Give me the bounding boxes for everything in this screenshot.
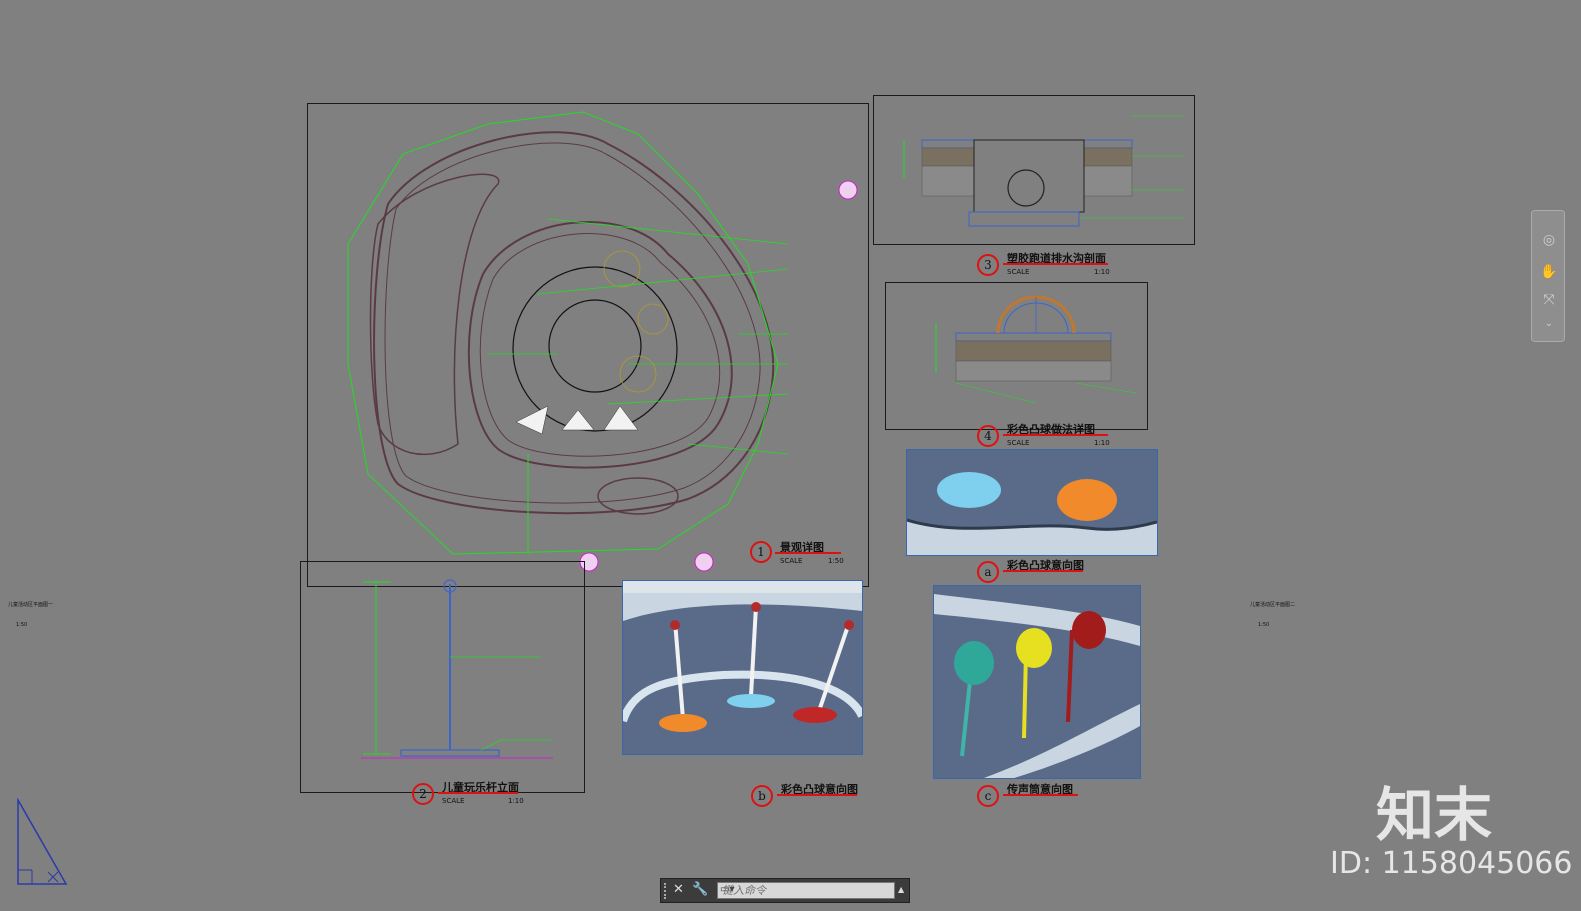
right-side-note-scale: 1:50	[1258, 622, 1270, 628]
panel-4-underline	[1003, 434, 1108, 436]
render-b-title: 彩色凸球意向图	[781, 783, 858, 796]
panel-1-number: 1	[750, 541, 772, 563]
ucs-icon	[17, 798, 68, 885]
panel-1-scale-label: SCALE	[780, 557, 803, 565]
panel-3-scale-label: SCALE	[1007, 268, 1030, 276]
play-pole-elevation-drawing	[361, 579, 553, 759]
render-b-number: b	[751, 785, 773, 807]
panel-2-frame	[300, 561, 585, 793]
panel-1-frame	[307, 103, 869, 587]
render-b-underline	[777, 794, 857, 796]
steering-wheel-icon[interactable]: ◎	[1542, 232, 1556, 248]
panel-3-number: 3	[977, 254, 999, 276]
panel-2-number: 2	[412, 783, 434, 805]
panel-1-scale: 1:50	[828, 557, 844, 565]
panel-1-title: 景观详图	[780, 541, 824, 554]
render-c-image	[933, 585, 1141, 779]
history-up-icon[interactable]: ▲	[898, 885, 905, 894]
site-plan-drawing	[347, 111, 858, 572]
panel-4-number: 4	[977, 425, 999, 447]
panel-4-scale: 1:10	[1094, 439, 1110, 447]
panel-1-underline	[775, 552, 841, 554]
render-c-number: c	[977, 785, 999, 807]
right-side-note-title: 儿童活动区平面图二	[1250, 602, 1296, 608]
render-c-title: 传声筒意向图	[1007, 783, 1073, 796]
grip-handle-icon[interactable]	[664, 883, 670, 899]
close-icon[interactable]: ✕	[673, 882, 684, 897]
command-line-bar: ✕ 🔧 ▭▾ ▲	[660, 878, 910, 903]
command-input[interactable]	[717, 882, 895, 899]
panel-2-title: 儿童玩乐杆立面	[442, 781, 519, 794]
render-a-title: 彩色凸球意向图	[1007, 559, 1084, 572]
left-side-note-scale: 1:50	[16, 622, 28, 628]
panel-2-underline	[438, 792, 518, 794]
render-a-underline	[1003, 570, 1083, 572]
panel-3-scale: 1:10	[1094, 268, 1110, 276]
panel-3-title: 塑胶跑道排水沟剖面	[1007, 252, 1106, 265]
panel-3-underline	[1003, 263, 1108, 265]
bump-detail-drawing	[935, 295, 1137, 404]
render-c-underline	[1003, 794, 1078, 796]
render-a-number: a	[977, 561, 999, 583]
panel-4-scale-label: SCALE	[1007, 439, 1030, 447]
navigation-bar[interactable]: ◎ ✋ ⤧ ⌄	[1531, 210, 1565, 342]
zoom-icon[interactable]: ⤧	[1543, 292, 1555, 308]
prompt-dropdown-icon[interactable]: ▭▾	[720, 884, 735, 895]
chevron-down-icon[interactable]: ⌄	[1544, 318, 1554, 329]
panel-4-frame	[885, 282, 1148, 430]
watermark-logo: 知末	[1376, 781, 1493, 849]
render-b-image	[622, 580, 863, 755]
left-side-note-title: 儿童活动区平面图一	[8, 602, 54, 608]
drainage-section-drawing	[903, 115, 1184, 227]
panel-4-title: 彩色凸球做法详图	[1007, 423, 1095, 436]
pan-hand-icon[interactable]: ✋	[1540, 264, 1558, 280]
panel-2-scale: 1:10	[508, 797, 524, 805]
panel-2-scale-label: SCALE	[442, 797, 465, 805]
watermark-id: ID: 1158045066	[1330, 846, 1573, 881]
wrench-icon[interactable]: 🔧	[692, 882, 709, 897]
render-a-image	[906, 449, 1158, 556]
panel-3-frame	[873, 95, 1195, 245]
